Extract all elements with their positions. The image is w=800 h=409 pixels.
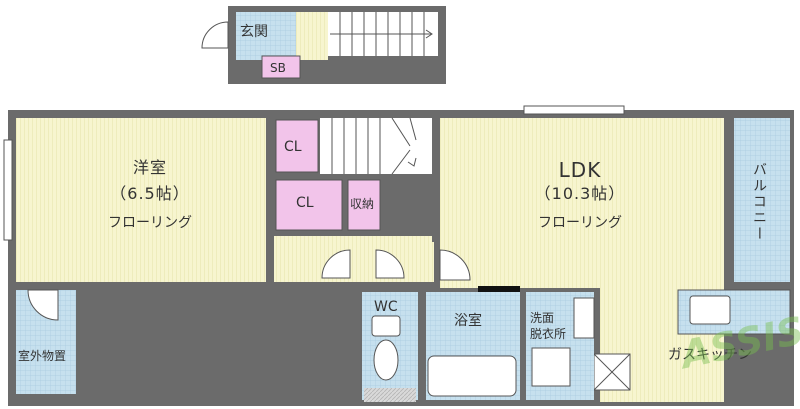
western-room-name: 洋室	[132, 158, 167, 177]
sink-icon	[689, 295, 731, 325]
balcony	[734, 118, 790, 282]
western-room-floor: フローリング	[108, 215, 192, 231]
window-left	[3, 139, 13, 241]
closet-1-label: CL	[284, 139, 302, 155]
ldk-floor: フローリング	[538, 215, 622, 231]
closet-2	[275, 179, 343, 231]
ldk-room	[440, 118, 724, 288]
door-swing-4	[27, 289, 59, 321]
balcony-label: バルコニー	[751, 162, 767, 242]
closet-1	[275, 119, 319, 173]
closet-2-label: CL	[296, 195, 314, 211]
western-room-size: （6.5帖）	[110, 184, 190, 203]
upper-stairs	[330, 12, 433, 56]
storage-label: 収納	[350, 197, 375, 211]
washbasin-icon	[573, 297, 595, 339]
door-swing-1	[321, 249, 351, 279]
bathtub-icon	[427, 355, 517, 397]
window-top	[523, 105, 625, 115]
washing-machine-space	[531, 347, 571, 387]
door-swing-3	[439, 249, 471, 281]
hallway	[274, 236, 434, 286]
entrance-block	[201, 6, 446, 84]
storage-closet	[347, 179, 381, 231]
gas-kitchen-label: ガスキッチン	[668, 347, 752, 363]
sb-label: SB	[270, 61, 286, 75]
genkan-label: 玄関	[240, 24, 268, 40]
bath-label: 浴室	[454, 313, 482, 329]
toilet-icon	[373, 339, 399, 381]
washroom-label: 洗面 脱衣所	[530, 311, 567, 342]
western-room	[16, 118, 266, 282]
outdoor-storage-label: 室外物置	[18, 349, 67, 363]
ldk-name: LDK	[558, 158, 602, 182]
ldk-size: （10.3帖）	[534, 184, 626, 203]
entrance-door	[201, 21, 229, 49]
door-swing-2	[375, 249, 405, 279]
inner-stairs	[331, 117, 417, 175]
sb-shoe-box	[261, 55, 301, 79]
wc-label: WC	[374, 299, 398, 315]
